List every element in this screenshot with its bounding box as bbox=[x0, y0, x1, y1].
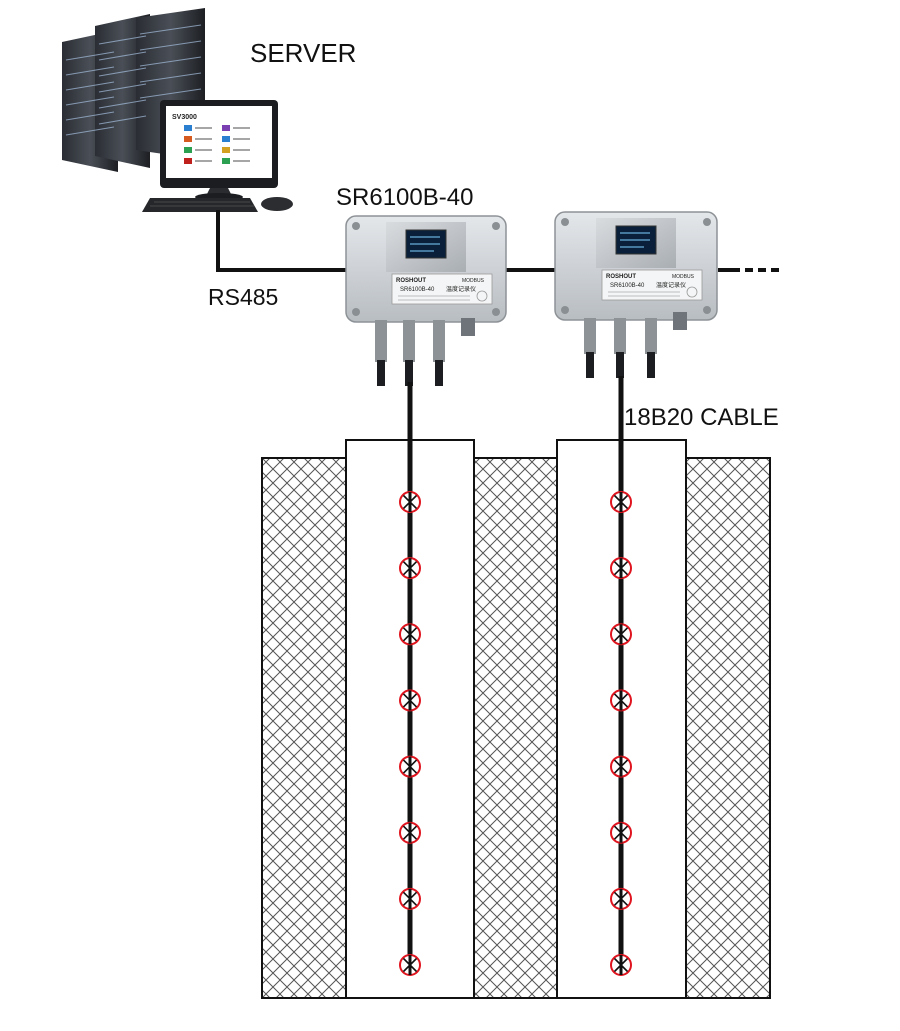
device-model-label: SR6100B-40 bbox=[336, 184, 473, 211]
device-protocol: MODBUS bbox=[462, 278, 485, 284]
monitor-title: SV3000 bbox=[172, 114, 197, 121]
sensor-marker-icon bbox=[399, 755, 421, 778]
device-model: SR6100B-40 bbox=[610, 283, 645, 289]
cable-label: 18B20 CABLE bbox=[624, 404, 779, 431]
sensor-marker-icon bbox=[399, 954, 421, 976]
keyboard-icon bbox=[142, 198, 258, 212]
server-rack-icon bbox=[62, 8, 205, 172]
connector-icon bbox=[584, 312, 687, 378]
server-label: SERVER bbox=[250, 38, 356, 68]
sensor-marker-icon bbox=[399, 623, 421, 646]
sensor-marker-icon bbox=[610, 491, 632, 513]
mouse-icon bbox=[261, 197, 293, 211]
sensor-marker-icon bbox=[399, 557, 421, 580]
hatched-wall-left bbox=[261, 457, 347, 999]
sensor-marker-icon bbox=[610, 887, 632, 910]
ground-section bbox=[261, 439, 771, 999]
device-brand: ROSHOUT bbox=[396, 278, 426, 284]
connector-icon bbox=[375, 318, 475, 386]
sensor-marker-icon bbox=[399, 821, 421, 844]
rs485-bus bbox=[216, 210, 740, 272]
sensor-group-1 bbox=[399, 491, 421, 976]
device-name: 温度记录仪 bbox=[446, 285, 476, 293]
sensor-marker-icon bbox=[399, 491, 421, 513]
sensor-marker-icon bbox=[610, 623, 632, 646]
sensor-group-2 bbox=[610, 491, 632, 976]
device-brand: ROSHOUT bbox=[606, 274, 636, 280]
device-model: SR6100B-40 bbox=[400, 287, 435, 293]
sensor-marker-icon bbox=[610, 821, 632, 844]
logger-device-1: ROSHOUT MODBUS SR6100B-40 温度记录仪 bbox=[345, 215, 507, 386]
monitor-icon: SV3000 bbox=[160, 100, 278, 201]
hatched-wall-middle bbox=[473, 457, 558, 999]
hatched-wall-right bbox=[685, 457, 771, 999]
sensor-marker-icon bbox=[610, 689, 632, 712]
logger-device-2: ROSHOUT MODBUS SR6100B-40 温度记录仪 bbox=[554, 211, 718, 378]
device-name: 温度记录仪 bbox=[656, 281, 686, 289]
sensor-marker-icon bbox=[399, 887, 421, 910]
sensor-marker-icon bbox=[399, 689, 421, 712]
sensor-marker-icon bbox=[610, 557, 632, 580]
sensor-marker-icon bbox=[610, 755, 632, 778]
sensor-marker-icon bbox=[610, 954, 632, 976]
bus-label: RS485 bbox=[208, 284, 278, 310]
device-protocol: MODBUS bbox=[672, 274, 695, 280]
